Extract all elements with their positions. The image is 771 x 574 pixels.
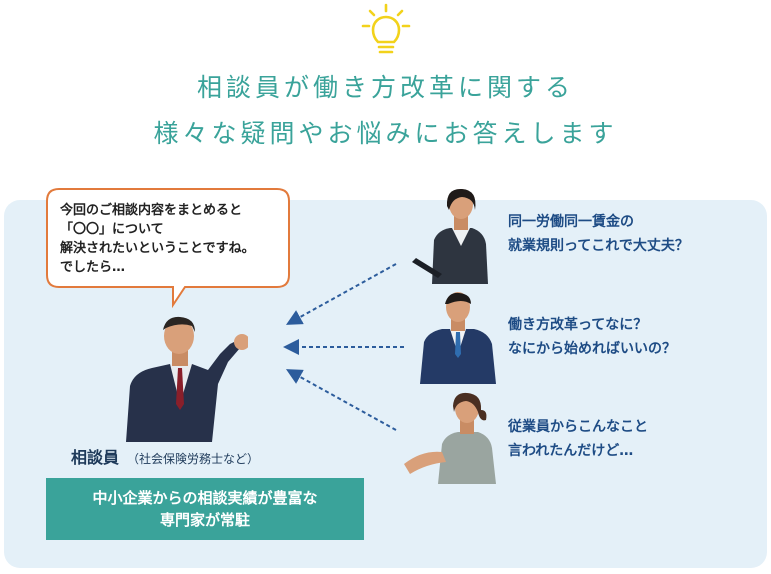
question-line: 同一労働同一賃金の: [508, 214, 634, 230]
consultant-label: 相談員 （社会保険労務士など）: [71, 444, 259, 468]
consultant-figure: [126, 316, 248, 442]
lightbulb-icon: [361, 3, 411, 54]
badge-line: 中小企業からの相談実績が豊富な: [92, 489, 318, 507]
speech-line: 今回のご相談内容をまとめると: [60, 203, 243, 218]
speech-line: でしたら…: [60, 260, 126, 275]
question-2: 働き方改革ってなに？ なにから始めればいいの？: [508, 313, 676, 361]
question-3: 従業員からこんなこと 言われたんだけど…: [508, 415, 648, 463]
arrow-from-question-3: [286, 369, 397, 431]
businessman-figure: [420, 292, 496, 384]
consultant-title: 相談員: [71, 448, 120, 467]
speech-line: 解決されたいということですね。: [60, 241, 255, 256]
consultant-subtitle: （社会保険労務士など）: [127, 452, 260, 466]
arrow-from-question-1: [286, 263, 397, 325]
speech-line: 「〇〇」について: [60, 222, 164, 237]
main-heading-line-2: 様々な疑問やお悩みにお答えします: [153, 119, 618, 148]
speech-bubble-text: 今回のご相談内容をまとめると 「〇〇」について 解決されたいということですね。 …: [60, 201, 288, 277]
question-line: なにから始めればいいの？: [508, 341, 676, 357]
question-line: 言われたんだけど…: [508, 443, 634, 459]
employee-woman-figure: [404, 392, 496, 484]
question-line: 就業規則ってこれで大丈夫？: [508, 238, 689, 254]
question-line: 働き方改革ってなに？: [508, 317, 648, 333]
question-1: 同一労働同一賃金の 就業規則ってこれで大丈夫？: [508, 210, 689, 258]
woman-with-tablet-figure: [412, 188, 488, 284]
speech-bubble: 今回のご相談内容をまとめると 「〇〇」について 解決されたいということですね。 …: [45, 187, 291, 309]
question-line: 従業員からこんなこと: [508, 419, 648, 435]
consultant-badge: 中小企業からの相談実績が豊富な 専門家が常駐: [46, 478, 364, 540]
main-heading-line-1: 相談員が働き方改革に関する: [196, 73, 574, 102]
badge-line: 専門家が常駐: [159, 511, 250, 529]
